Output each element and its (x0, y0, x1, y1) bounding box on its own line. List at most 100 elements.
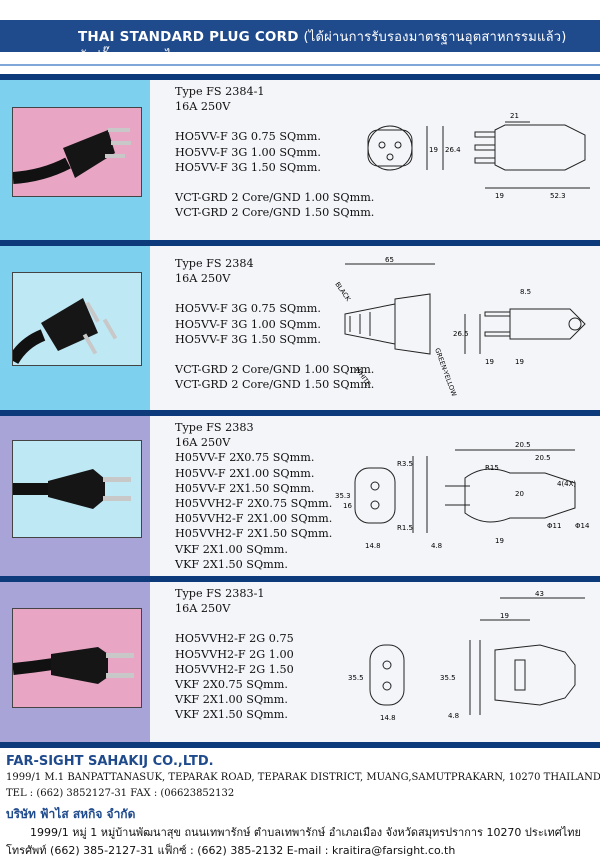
cable-spec: H05VVH2-F 2X1.50 SQmm. (175, 527, 333, 541)
header-bar (0, 20, 600, 52)
dimension-drawing-fs2383: 20.5 20.5 R3.5 R15 35.3 16 20 R1.5 14.8 … (335, 441, 590, 550)
dim-label: 35.5 (440, 674, 456, 682)
cable-spec: VKF 2X1.00 SQmm. (175, 542, 288, 556)
company-footer: FAR-SIGHT SAHAKIJ CO.,LTD. 1999/1 M.1 BA… (0, 748, 600, 868)
company-phone: TEL : (662) 3852127-31 FAX : (0662385213… (6, 788, 235, 799)
separator (0, 410, 600, 416)
cable-spec: HO5VV-F 3G 1.50 SQmm. (175, 160, 321, 174)
cable-spec: HO5VVH2-F 2G 1.00 (175, 647, 294, 661)
dim-label: R3.5 (397, 460, 413, 468)
dim-label: Φ11 (547, 522, 561, 530)
dim-label: 26.4 (445, 146, 461, 154)
cable-spec: HO5VVH2-F 2G 1.50 (175, 662, 294, 676)
dim-label: 4.8 (448, 712, 459, 720)
rating-label: 16A 250V (175, 602, 231, 616)
cable-spec: H05VV-F 2X1.00 SQmm. (175, 466, 315, 480)
cable-spec: VCT-GRD 2 Core/GND 1.50 SQmm. (175, 206, 375, 220)
company-contact-thai: โทรศัพท์ (662) 385-2127-31 แฟ็กซ์ : (662… (6, 844, 456, 857)
dim-label: 19 (500, 612, 509, 620)
dim-label: 14.8 (380, 714, 396, 722)
dim-label: 21 (510, 112, 519, 120)
title-thai: (ได้ผ่านการรับรองมาตรฐานอุตสาหกรรมแล้ว) (303, 30, 567, 45)
header-underline (0, 64, 600, 66)
dim-label: 65 (385, 256, 394, 264)
wire-color-label: GREEN-YELLOW (433, 347, 458, 398)
plug-photo-fs2384-1 (12, 107, 142, 197)
cable-spec: VKF 2X1.50 SQmm. (175, 557, 288, 571)
rating-label: 16A 250V (175, 272, 231, 286)
wire-color-label: WHITE (353, 366, 372, 388)
page-header: THAI STANDARD PLUG CORD (ได้ผ่านการรับรอ… (0, 0, 600, 74)
spec-list: Type FS 2384 16A 250V HO5VV-F 3G 0.75 SQ… (175, 256, 374, 392)
plug-photo-fs2384 (12, 272, 142, 366)
dim-label: 8.5 (520, 288, 531, 296)
spec-panel (150, 246, 600, 410)
dim-label: 14.8 (365, 542, 381, 550)
cable-spec: HO5VV-F 3G 1.00 SQmm. (175, 317, 321, 331)
separator (0, 742, 600, 748)
separator (0, 240, 600, 246)
spec-panel (150, 80, 600, 240)
rating-label: 16A 250V (175, 436, 231, 450)
type-label: Type FS 2383-1 (175, 587, 265, 600)
dim-label: 4.8 (431, 542, 442, 550)
dim-label: 20.5 (515, 441, 531, 449)
plug-photo-fs2383-1 (12, 608, 142, 708)
dim-label: 19 (495, 192, 504, 200)
spec-list: Type FS 2383 16A 250V H05VV-F 2X0.75 SQm… (175, 420, 332, 572)
type-label: Type FS 2383 (175, 421, 254, 434)
dim-label: 19 (515, 358, 524, 366)
product-section-2: Type FS 2384 16A 250V HO5VV-F 3G 0.75 SQ… (0, 246, 600, 410)
spec-panel (150, 416, 600, 576)
dim-label: 4(4X) (557, 480, 576, 488)
company-address: 1999/1 M.1 BANPATTANASUK, TEPARAK ROAD, … (6, 772, 600, 783)
rating-label: 16A 250V (175, 100, 231, 114)
page-subtitle: หัวปลั๊กมาตรฐานไทย (78, 48, 187, 62)
dim-label: 19 (429, 146, 438, 154)
cable-spec: HO5VV-F 3G 0.75 SQmm. (175, 302, 321, 316)
dim-label: 35.5 (348, 674, 364, 682)
company-name-thai: บริษัท ฟ้าไส สหกิจ จำกัด (6, 807, 136, 821)
product-section-1: Type FS 2384-1 16A 250V HO5VV-F 3G 0.75 … (0, 80, 600, 240)
dim-label: 16 (343, 502, 352, 510)
cable-spec: HO5VV-F 3G 0.75 SQmm. (175, 130, 321, 144)
product-section-4: Type FS 2383-1 16A 250V HO5VVH2-F 2G 0.7… (0, 582, 600, 742)
type-label: Type FS 2384-1 (175, 85, 265, 98)
cable-spec: VCT-GRD 2 Core/GND 1.50 SQmm. (175, 378, 375, 392)
company-name: FAR-SIGHT SAHAKIJ CO.,LTD. (6, 754, 214, 769)
cable-spec: VCT-GRD 2 Core/GND 1.00 SQmm. (175, 191, 375, 205)
spec-list: Type FS 2383-1 16A 250V HO5VVH2-F 2G 0.7… (175, 586, 294, 723)
cable-spec: HO5VV-F 3G 1.50 SQmm. (175, 332, 321, 346)
dim-label: 52.3 (550, 192, 566, 200)
page-title: THAI STANDARD PLUG CORD (ได้ผ่านการรับรอ… (78, 26, 567, 47)
cable-spec: VKF 2X1.00 SQmm. (175, 693, 288, 707)
dimension-drawing-fs2384-1: 21 19 26.4 19 52.3 (367, 112, 590, 200)
cable-spec: VKF 2X1.50 SQmm. (175, 708, 288, 722)
dim-label: 35.3 (335, 492, 351, 500)
dim-label: R15 (485, 464, 499, 472)
cable-spec: H05VV-F 2X1.50 SQmm. (175, 481, 315, 495)
cable-spec: H05VVH2-F 2X1.00 SQmm. (175, 512, 333, 526)
cable-spec: HO5VVH2-F 2G 0.75 (175, 632, 294, 646)
dim-label: 26.5 (453, 330, 469, 338)
dimension-drawing-fs2383-1: 43 19 35.5 35.5 14.8 4.8 (348, 590, 585, 722)
company-address-thai: 1999/1 หมู่ 1 หมู่บ้านพัฒนาสุข ถนนเทพารั… (30, 826, 581, 839)
spec-list: Type FS 2384-1 16A 250V HO5VV-F 3G 0.75 … (175, 84, 374, 220)
cable-spec: H05VVH2-F 2X0.75 SQmm. (175, 497, 333, 511)
dim-label: Φ14 (575, 522, 590, 530)
separator (0, 74, 600, 80)
cable-spec: VKF 2X0.75 SQmm. (175, 678, 288, 692)
title-english: THAI STANDARD PLUG CORD (78, 29, 299, 45)
dim-label: R1.5 (397, 524, 413, 532)
dim-label: 19 (485, 358, 494, 366)
dim-label: 20 (515, 490, 524, 498)
dimension-drawing-fs2384: 65 BLACK WHITE GREEN-YELLOW 26.5 19 19 8… (335, 256, 586, 398)
type-label: Type FS 2384 (175, 257, 254, 270)
wire-color-label: BLACK (335, 281, 353, 304)
product-section-3: Type FS 2383 16A 250V H05VV-F 2X0.75 SQm… (0, 416, 600, 576)
separator (0, 576, 600, 582)
dim-label: 19 (495, 537, 504, 545)
cable-spec: H05VV-F 2X0.75 SQmm. (175, 451, 315, 465)
cable-spec: VCT-GRD 2 Core/GND 1.00 SQmm. (175, 363, 375, 377)
plug-photo-fs2383 (12, 440, 142, 538)
